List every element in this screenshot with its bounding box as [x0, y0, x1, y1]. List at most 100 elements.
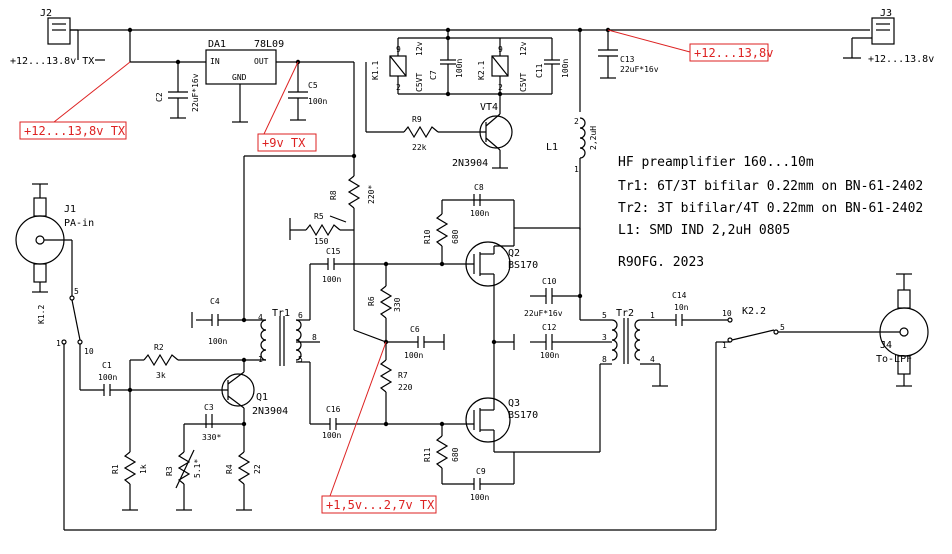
r9-resistor [403, 125, 439, 139]
c8-value: 100n [470, 209, 489, 218]
c6-ref: C6 [410, 325, 420, 334]
c9-ref: C9 [476, 467, 486, 476]
r3-ref: R3 [165, 466, 174, 476]
callout-bias: +1,5v...2,7v TX [326, 498, 435, 512]
c12-value: 100n [540, 351, 559, 360]
k21-voltage: 12v [519, 41, 528, 56]
tr2-pin3: 3 [602, 333, 607, 342]
r3-value: 5.1* [193, 459, 202, 478]
q1-value: 2N3904 [252, 406, 288, 417]
da1-out-pin: OUT [254, 57, 269, 66]
c10-value: 22uF*16v [524, 309, 563, 318]
k21-pin9: 9 [498, 45, 503, 54]
k22-pin1: 1 [722, 341, 727, 350]
k22-ref: K2.2 [742, 306, 766, 317]
k11-pin9: 9 [396, 45, 401, 54]
r11-ref: R11 [423, 447, 432, 462]
j4-name: To-LPF [876, 354, 912, 365]
r6-resistor [379, 285, 393, 319]
k12-pin1: 1 [56, 339, 61, 348]
r9-ref: R9 [412, 115, 422, 124]
c1-ref: C1 [102, 361, 112, 370]
tr1-pin4: 4 [258, 313, 263, 322]
k12-pin10: 10 [84, 347, 94, 356]
r6-value: 330 [393, 297, 402, 312]
r4-ref: R4 [225, 464, 234, 474]
c5-value: 100n [308, 97, 327, 106]
l1-pin2: 2 [574, 117, 579, 126]
r7-ref: R7 [398, 371, 408, 380]
c9-value: 100n [470, 493, 489, 502]
r8-resistor [347, 175, 361, 209]
k11-voltage: 12v [415, 41, 424, 56]
c7-ref: C7 [429, 70, 438, 80]
j3-connector [600, 17, 895, 59]
j3-ref: J3 [880, 8, 892, 19]
c4-value: 100n [208, 337, 227, 346]
q1-transistor [221, 373, 255, 407]
c10-ref: C10 [542, 277, 557, 286]
tr2-pin5: 5 [602, 311, 607, 320]
c3-ref: C3 [204, 403, 214, 412]
vt4-value: 2N3904 [452, 158, 488, 169]
r4-resistor [237, 451, 251, 485]
k21-model: C5VT [519, 73, 528, 92]
r5-value: 150 [314, 237, 329, 246]
r1-ref: R1 [111, 464, 120, 474]
da1-in-pin: IN [210, 57, 220, 66]
tr1-ref: Tr1 [272, 308, 290, 319]
tr2-pin1: 1 [650, 311, 655, 320]
q3-mosfet [465, 397, 511, 443]
r11-resistor [435, 435, 449, 469]
note-tr1: Tr1: 6T/3T bifilar 0.22mm on BN-61-2402 [618, 179, 923, 194]
r6-ref: R6 [367, 296, 376, 306]
j3-name: +12...13.8v [868, 54, 934, 65]
r8-value: 220* [367, 185, 376, 204]
c2-ref: C2 [155, 92, 164, 102]
vt4-ref: VT4 [480, 102, 498, 113]
r7-resistor [379, 359, 393, 393]
tr1-pin5: 5 [298, 355, 303, 364]
c15-value: 100n [322, 275, 341, 284]
r3-resistor [177, 451, 191, 485]
r1-resistor [123, 451, 137, 485]
callout-box-9v [257, 133, 317, 152]
c6-value: 100n [404, 351, 423, 360]
k11-pin2: 2 [396, 83, 401, 92]
r10-resistor [435, 213, 449, 247]
k12-ref: K1.2 [37, 305, 46, 324]
q2-value: BS170 [508, 260, 538, 271]
tr1-pin1: 1 [258, 355, 263, 364]
callout-box-12v-tx [19, 121, 127, 140]
c7-value: 100n [455, 59, 464, 78]
c16-ref: C16 [326, 405, 341, 414]
c2-capacitor [168, 62, 188, 119]
q3-ref: Q3 [508, 398, 520, 409]
l1-pin1: 1 [574, 165, 579, 174]
tr2-pin4: 4 [650, 355, 655, 364]
r1-value: 1k [139, 464, 148, 474]
note-author: R9OFG. 2023 [618, 255, 704, 270]
da1-regulator [205, 49, 277, 85]
r10-ref: R10 [423, 229, 432, 244]
q3-value: BS170 [508, 410, 538, 421]
l1-inductor [579, 117, 586, 159]
j2-ref: J2 [40, 8, 52, 19]
j2-name: +12...13.8v TX [10, 56, 94, 67]
c12-ref: C12 [542, 323, 557, 332]
da1-value: 78L09 [254, 39, 284, 50]
tr2-pin8: 8 [602, 355, 607, 364]
note-title: HF preamplifier 160...10m [618, 155, 814, 170]
r5-ref: R5 [314, 212, 324, 221]
c3-value: 330* [202, 433, 221, 442]
j1-ref: J1 [64, 204, 76, 215]
r10-value: 680 [451, 229, 460, 244]
l1-ref: L1 [546, 142, 558, 153]
callout-box-12v [689, 43, 769, 62]
tr1-pin8: 8 [312, 333, 317, 342]
r2-resistor [143, 353, 179, 367]
k11-ref: K1.1 [371, 61, 380, 80]
callout-9v: +9v TX [262, 136, 306, 150]
q1-ref: Q1 [256, 392, 268, 403]
